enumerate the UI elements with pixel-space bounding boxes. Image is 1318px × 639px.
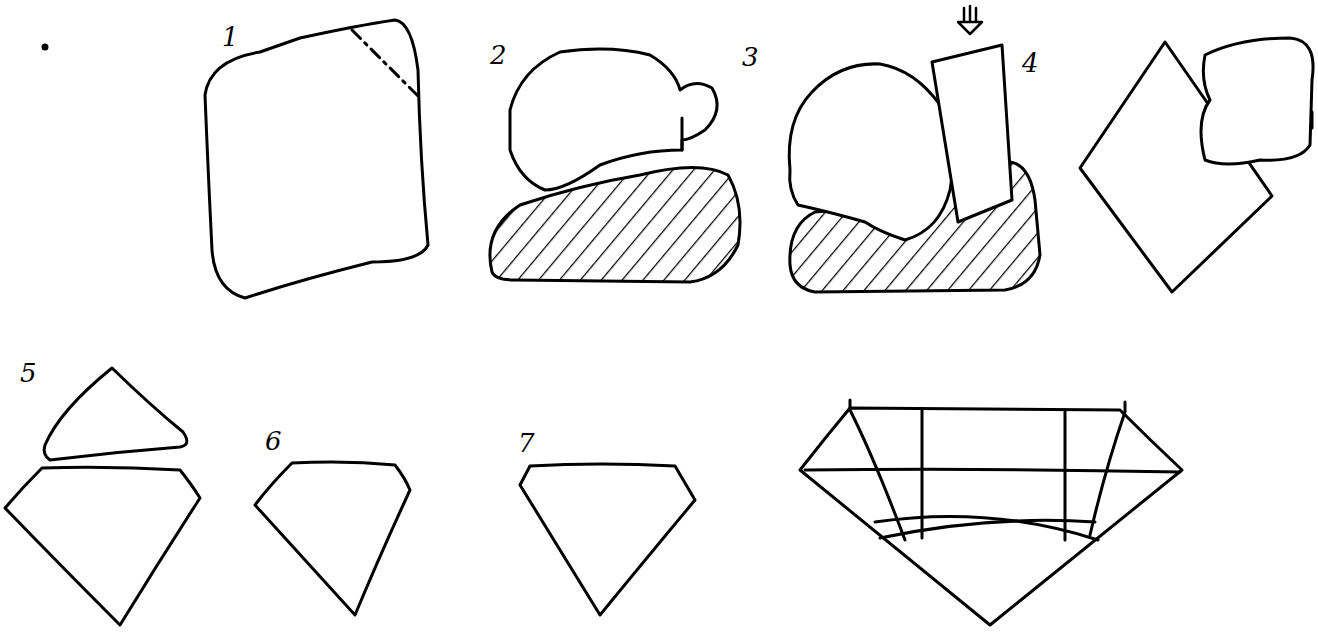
step-number: 6 (265, 428, 282, 454)
mark (1311, 112, 1314, 128)
top-piece (44, 368, 187, 460)
step-number: 3 (742, 44, 759, 70)
cut-stone (255, 462, 410, 615)
step-number: 4 (1022, 50, 1039, 76)
dot (43, 45, 47, 49)
cleaving-blade (932, 45, 1012, 222)
stone (510, 49, 717, 190)
stone (1201, 38, 1313, 164)
stone (789, 64, 952, 240)
facet-line (875, 516, 1098, 540)
facet-line (1090, 402, 1125, 535)
rough-stone (205, 20, 428, 298)
step-number: 7 (518, 430, 535, 456)
facet-line (805, 469, 1180, 472)
cut-stone (5, 467, 200, 625)
step-number: 2 (490, 42, 507, 68)
facet-line (880, 520, 1095, 538)
facet-line (921, 410, 924, 538)
step-number: 1 (222, 24, 239, 50)
brilliant-outline (800, 408, 1182, 625)
cut-stone (520, 464, 695, 615)
hammer-arrow (958, 6, 982, 34)
step-number: 5 (20, 360, 37, 386)
hatched-base (490, 168, 740, 283)
split-line (681, 118, 684, 150)
cut-line (352, 30, 420, 98)
